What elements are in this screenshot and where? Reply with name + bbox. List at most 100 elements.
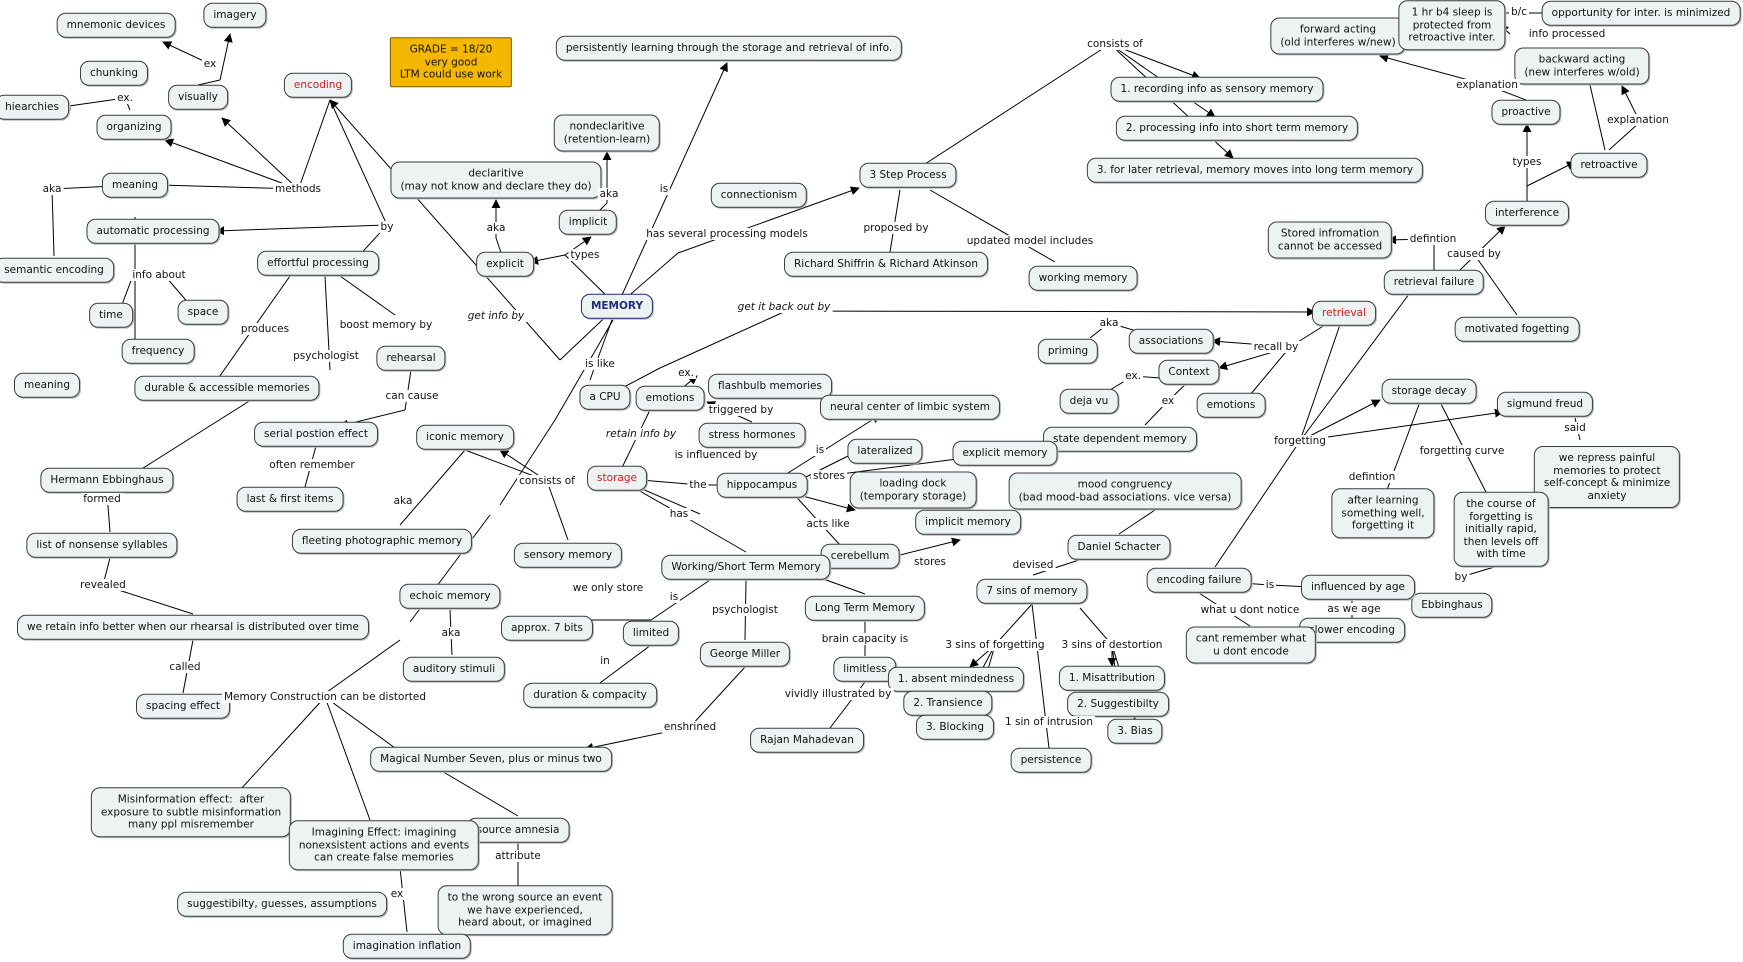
misattribution-node[interactable]: 1. Misattribution — [1058, 665, 1166, 691]
loading-dock-node[interactable]: loading dock (temporary storage) — [849, 471, 977, 509]
distributed-rehearsal-node[interactable]: we retain info better when our rhearsal … — [17, 614, 369, 640]
storage-node[interactable]: storage — [587, 465, 647, 491]
suggestibility-node[interactable]: 2. Suggestibilty — [1067, 691, 1169, 717]
visually-node[interactable]: visually — [168, 84, 228, 110]
space-node[interactable]: space — [177, 299, 229, 325]
suggestibility-guesses-node[interactable]: suggestibilty, guesses, assumptions — [177, 891, 387, 917]
mnemonic-node[interactable]: mnemonic devices — [56, 12, 176, 38]
priming-node[interactable]: priming — [1037, 338, 1099, 364]
curve-description-node[interactable]: the course of forgetting is initially ra… — [1453, 491, 1549, 567]
three-step-node[interactable]: 3 Step Process — [859, 162, 957, 188]
opportunity-node[interactable]: opportunity for inter. is minimized — [1541, 0, 1741, 26]
cerebellum-node[interactable]: cerebellum — [820, 543, 900, 569]
duration-capacity-node[interactable]: duration & compacity — [523, 682, 657, 708]
nondeclarative-node[interactable]: nondeclaritive (retention-learn) — [553, 114, 661, 152]
working-stm-node[interactable]: Working/Short Term Memory — [661, 554, 831, 580]
lateralized-node[interactable]: lateralized — [847, 438, 923, 464]
source-amnesia-node[interactable]: source amnesia — [466, 817, 570, 843]
echoic-memory-node[interactable]: echoic memory — [399, 583, 501, 609]
explicit-node[interactable]: explicit — [476, 251, 534, 277]
interference-node[interactable]: interference — [1484, 200, 1570, 226]
last-first-node[interactable]: last & first items — [236, 486, 344, 512]
implicit-node[interactable]: implicit — [558, 209, 618, 235]
effortful-processing-node[interactable]: effortful processing — [257, 250, 379, 276]
automatic-processing-node[interactable]: automatic processing — [86, 218, 220, 244]
retrieval-failure-node[interactable]: retrieval failure — [1383, 269, 1485, 295]
sigmund-freud-node[interactable]: sigmund freud — [1496, 391, 1594, 417]
auditory-stimuli-node[interactable]: auditory stimuli — [402, 656, 506, 682]
transience-node[interactable]: 2. Transience — [903, 690, 993, 716]
magical-number-node[interactable]: Magical Number Seven, plus or minus two — [370, 746, 612, 772]
flashbulb-node[interactable]: flashbulb memories — [708, 373, 832, 399]
long-term-memory-node[interactable]: Long Term Memory — [804, 595, 926, 621]
slower-encoding-node[interactable]: slower encoding — [1299, 617, 1405, 643]
hippocampus-node[interactable]: hippocampus — [716, 472, 808, 498]
implicit-memory-node[interactable]: implicit memory — [915, 509, 1021, 535]
motivated-forgetting-node[interactable]: motivated fogetting — [1454, 316, 1580, 342]
sleep-node[interactable]: 1 hr b4 sleep is protected from retroact… — [1398, 0, 1506, 50]
cant-remember-node[interactable]: cant remember what u dont encode — [1185, 626, 1317, 664]
encoding-node[interactable]: encoding — [283, 72, 353, 98]
repress-node[interactable]: we repress painful memories to protect s… — [1533, 446, 1681, 508]
after-learning-node[interactable]: after learning something well, forgettin… — [1331, 488, 1435, 538]
step2-node[interactable]: 2. processing info into short term memor… — [1115, 115, 1359, 141]
proactive-node[interactable]: proactive — [1491, 99, 1561, 125]
frequency-node[interactable]: frequency — [121, 338, 195, 364]
imagining-effect-node[interactable]: Imagining Effect: imagining nonexsistent… — [288, 820, 480, 870]
step1-node[interactable]: 1. recording info as sensory memory — [1110, 76, 1324, 102]
working-memory-node[interactable]: working memory — [1028, 265, 1138, 291]
meaning-node[interactable]: meaning — [101, 172, 169, 198]
persistence-node[interactable]: persistence — [1010, 747, 1092, 773]
semantic-encoding-node[interactable]: semantic encoding — [0, 257, 114, 283]
stored-info-node[interactable]: Stored infromation cannot be accessed — [1267, 221, 1393, 259]
persistent-node[interactable]: persistently learning through the storag… — [555, 35, 903, 61]
chunking-node[interactable]: chunking — [79, 60, 149, 86]
ebbinghaus-node[interactable]: Hermann Ebbinghaus — [40, 467, 174, 493]
hiearchies-node[interactable]: hiearchies — [0, 94, 69, 120]
encoding-failure-node[interactable]: encoding failure — [1146, 567, 1252, 593]
blocking-node[interactable]: 3. Blocking — [916, 714, 994, 740]
connectionism-node[interactable]: connectionism — [710, 182, 808, 208]
mood-congruency-node[interactable]: mood congruency (bad mood-bad associatio… — [1008, 472, 1242, 510]
memory-node[interactable]: MEMORY — [580, 293, 654, 319]
sensory-memory-node[interactable]: sensory memory — [513, 542, 623, 568]
durable-memories-node[interactable]: durable & accessible memories — [134, 375, 320, 401]
emotions-recall-node[interactable]: emotions — [1196, 392, 1266, 418]
iconic-memory-node[interactable]: iconic memory — [416, 424, 514, 450]
backward-acting-node[interactable]: backward acting (new interferes w/old) — [1514, 47, 1650, 85]
forward-acting-node[interactable]: forward acting (old interferes w/new) — [1270, 17, 1406, 55]
influenced-by-age-node[interactable]: influenced by age — [1301, 574, 1415, 600]
rajan-mahadevan-node[interactable]: Rajan Mahadevan — [750, 727, 864, 753]
state-dependent-node[interactable]: state dependent memory — [1043, 426, 1197, 452]
time-node[interactable]: time — [89, 302, 133, 328]
deja-vu-node[interactable]: deja vu — [1059, 388, 1119, 414]
retrieval-node[interactable]: retrieval — [1312, 300, 1376, 326]
rehearsal-node[interactable]: rehearsal — [376, 345, 446, 371]
stress-hormones-node[interactable]: stress hormones — [698, 422, 806, 448]
shiffrin-atkinson-node[interactable]: Richard Shiffrin & Richard Atkinson — [784, 251, 988, 277]
imagery-node[interactable]: imagery — [203, 2, 267, 28]
imagination-inflation-node[interactable]: imagination inflation — [342, 933, 472, 959]
bias-node[interactable]: 3. Bias — [1107, 718, 1163, 744]
seven-sins-node[interactable]: 7 sins of memory — [976, 578, 1088, 604]
misinformation-node[interactable]: Misinformation effect: after exposure to… — [90, 787, 292, 837]
nonsense-syllables-node[interactable]: list of nonsense syllables — [26, 532, 178, 558]
daniel-schacter-node[interactable]: Daniel Schacter — [1067, 534, 1171, 560]
absent-mindedness-node[interactable]: 1. absent mindedness — [887, 666, 1025, 692]
limitless-node[interactable]: limitless — [833, 656, 897, 682]
declarative-node[interactable]: declaritive (may not know and declare th… — [390, 161, 602, 199]
associations-node[interactable]: associations — [1128, 328, 1214, 354]
spacing-effect-node[interactable]: spacing effect — [136, 693, 230, 719]
cpu-node[interactable]: a CPU — [579, 384, 631, 410]
george-miller-node[interactable]: George Miller — [699, 641, 791, 667]
ebbinghaus-curve-node[interactable]: Ebbinghaus — [1411, 592, 1493, 618]
retroactive-node[interactable]: retroactive — [1570, 152, 1648, 178]
organizing-node[interactable]: organizing — [96, 114, 172, 140]
serial-position-node[interactable]: serial postion effect — [254, 421, 378, 447]
neural-center-node[interactable]: neural center of limbic system — [819, 394, 1001, 420]
storage-decay-node[interactable]: storage decay — [1381, 378, 1477, 404]
emotions-node[interactable]: emotions — [635, 385, 705, 411]
limited-node[interactable]: limited — [622, 620, 680, 646]
meaning-standalone-node[interactable]: meaning — [13, 372, 81, 398]
context-node[interactable]: Context — [1158, 359, 1220, 385]
